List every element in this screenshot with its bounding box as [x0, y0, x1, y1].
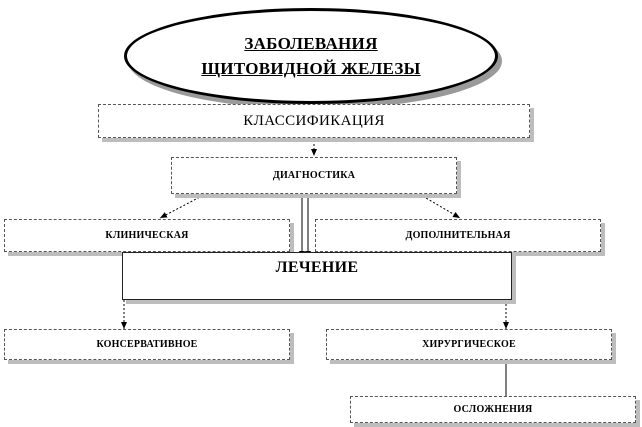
complications-box: ОСЛОЖНЕНИЯ: [350, 396, 636, 423]
clinical-box: КЛИНИЧЕСКАЯ: [4, 219, 290, 252]
title-line-1: ЗАБОЛЕВАНИЯ: [244, 34, 378, 53]
arrow-diagnostics-to-clinical: [159, 187, 218, 219]
additional-box: ДОПОЛНИТЕЛЬНАЯ: [315, 219, 601, 252]
surgical-box: ХИРУРГИЧЕСКОЕ: [326, 329, 612, 360]
title-line-2: ЩИТОВИДНОЙ ЖЕЛЕЗЫ: [201, 59, 421, 78]
title-ellipse: ЗАБОЛЕВАНИЯ ЩИТОВИДНОЙ ЖЕЛЕЗЫ: [124, 8, 498, 104]
treatment-box: ЛЕЧЕНИЕ: [122, 252, 512, 300]
classification-box: КЛАССИФИКАЦИЯ: [98, 104, 530, 138]
conservative-box: КОНСЕРВАТИВНОЕ: [4, 329, 290, 360]
diagnostics-box: ДИАГНОСТИКА: [171, 157, 457, 194]
